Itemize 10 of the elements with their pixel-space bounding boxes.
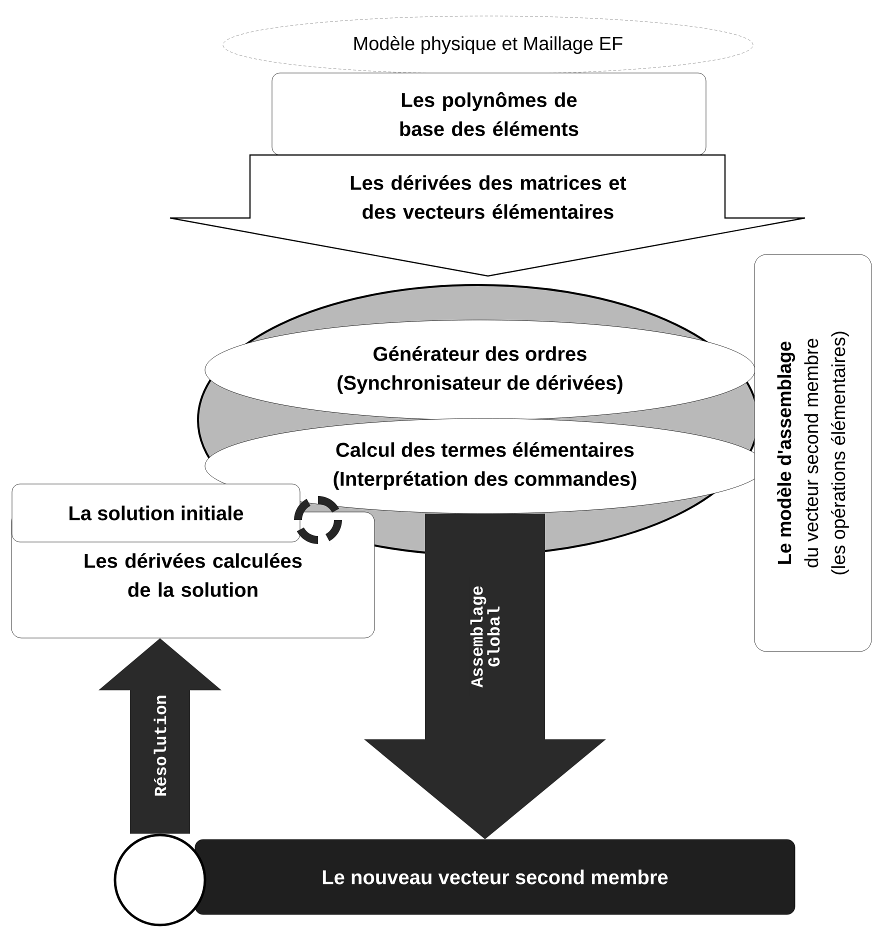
arrow-box: Les dérivées des matrices et des vecteurs élémentaires: [169, 154, 806, 277]
block-arrow: [98, 638, 222, 834]
edge-label: Résolution: [152, 694, 168, 798]
circle: [114, 834, 206, 926]
process-box: Le modèle d'assemblage du vecteur second membre (les opérations élémentaires): [754, 254, 872, 652]
process-box: La solution initiale: [12, 484, 300, 542]
process-box: Les polynômes de base des éléments: [272, 72, 706, 156]
edge-label: Assemblage Global: [469, 576, 501, 696]
block-arrow: [364, 514, 606, 840]
bar: Le nouveau vecteur second membre: [194, 839, 796, 915]
